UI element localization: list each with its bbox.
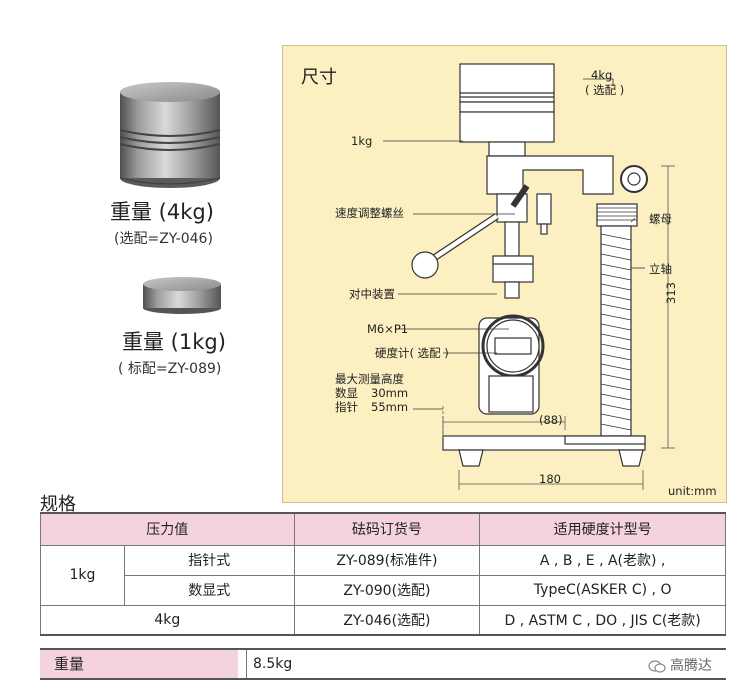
dimension-drawing: 尺寸 4kg ( 选配 ) 1kg 速度调整螺丝 螺母 立轴 对中装置 M6×P… [282,45,727,503]
cell-order: ZY-089(标准件) [293,544,481,576]
label-speed-screw: 速度调整螺丝 [335,206,404,220]
weight-4kg-note: (选配=ZY-046) [114,231,213,247]
spec-header-row: 压力值 砝码订货号 适用硬度计型号 [40,512,726,546]
dimension-313: 313 [664,282,678,304]
cell-models: D , ASTM C , DO , JIS C(老款) [479,604,726,636]
cell-order: ZY-046(选配) [293,604,481,636]
label-pointer-value: 55mm [371,400,409,414]
cell-load: 1kg [40,544,125,606]
cell-models: A , B , E , A(老款) , [479,544,726,576]
label-4kg: 4kg [591,68,613,82]
spec-heading: 规格 [40,494,76,515]
label-1kg: 1kg [351,134,373,148]
dimension-88: (88) [539,413,563,427]
label-shaft: 立轴 [649,262,672,276]
watermark-text: 高腾达 [670,658,712,674]
label-max-height: 最大测量高度 [335,372,404,386]
label-nut: 螺母 [649,212,672,226]
label-digital: 数显 [335,386,358,400]
cell-type: 指针式 [123,544,295,576]
weight-1kg-title: 重量 (1kg) [122,330,226,354]
wechat-icon [648,659,666,673]
mass-value: 8.5kg [246,650,292,678]
dimension-180: 180 [539,472,561,486]
cell-type: 数显式 [123,574,295,606]
weight-4kg-title: 重量 (4kg) [110,200,214,224]
drawing-title: 尺寸 [301,67,337,88]
label-gauge: 硬度计( 选配 ) [375,346,449,360]
label-digital-value: 30mm [371,386,409,400]
mass-label: 重量 [40,650,238,678]
table-row: 1kg 指针式 ZY-089(标准件) A , B , E , A(老款) , [40,544,726,606]
weight-1kg-image [142,276,222,316]
weight-1kg-note: ( 标配=ZY-089) [118,361,222,377]
table-row: 4kg ZY-046(选配) D , ASTM C , DO , JIS C(老… [40,604,726,636]
stand-diagram [383,63,675,490]
label-centering-device: 对中装置 [349,287,395,301]
mass-row: 重量 8.5kg [40,648,726,680]
cell-load: 4kg [40,604,295,636]
label-4kg-optional: ( 选配 ) [585,83,625,97]
cell-order: ZY-090(选配) [293,574,481,606]
header-load: 压力值 [40,512,295,546]
label-thread: M6×P1 [367,322,409,336]
unit-label: unit:mm [668,484,717,498]
label-pointer: 指针 [335,400,358,414]
table-row: 数显式 ZY-090(选配) TypeC(ASKER C) , O [41,574,726,606]
cell-models: TypeC(ASKER C) , O [479,574,726,606]
spec-table: 压力值 砝码订货号 适用硬度计型号 1kg 指针式 ZY-089(标准件) A … [40,512,726,636]
watermark: 高腾达 [648,655,712,675]
header-order-no: 砝码订货号 [293,512,481,546]
header-models: 适用硬度计型号 [479,512,726,546]
weight-4kg-image [118,80,222,190]
